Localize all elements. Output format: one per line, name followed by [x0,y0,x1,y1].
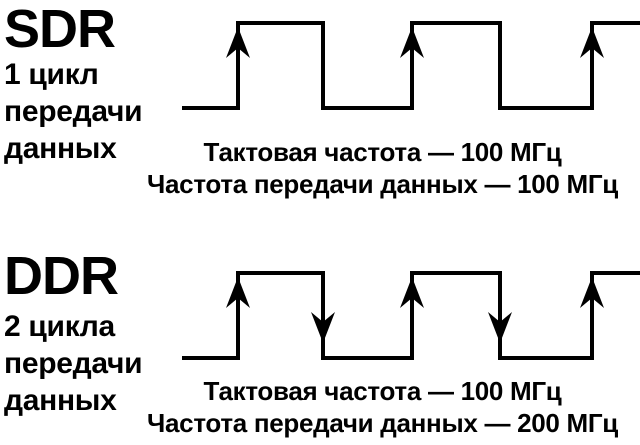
falling-edge-arrow-icon [488,312,512,343]
rising-edge-arrow-icon [580,27,604,58]
sdr-data-rate-caption: Частота передачи данных — 100 МГц [147,168,618,199]
ddr-title: DDR [4,246,119,306]
sdr-subtitle-line-3: данных [4,132,117,165]
sdr-subtitle: 1 цикл передачи данных [4,56,143,167]
ddr-clock-frequency-caption: Тактовая частота — 100 МГц [203,376,562,406]
ddr-subtitle: 2 цикла передачи данных [4,308,143,419]
sdr-clock-frequency-caption: Тактовая частота — 100 МГц [203,137,562,167]
ddr-data-rate-caption: Частота передачи данных — 200 МГц [147,407,618,438]
rising-edge-arrow-icon [580,277,604,308]
rising-edge-arrow-icon [400,277,424,308]
ddr-subtitle-line-3: данных [4,384,117,417]
sdr-subtitle-line-2: передачи [4,95,143,128]
sdr-caption: Тактовая частота — 100 МГц Частота перед… [110,137,640,200]
sdr-title: SDR [4,0,116,59]
ddr-subtitle-line-2: передачи [4,347,143,380]
falling-edge-arrow-icon [311,312,335,343]
sdr-subtitle-line-1: 1 цикл [4,58,99,91]
ddr-subtitle-line-1: 2 цикла [4,310,115,343]
rising-edge-arrow-icon [226,277,250,308]
rising-edge-arrow-icon [226,27,250,58]
ddr-caption: Тактовая частота — 100 МГц Частота перед… [110,376,640,439]
rising-edge-arrow-icon [400,27,424,58]
